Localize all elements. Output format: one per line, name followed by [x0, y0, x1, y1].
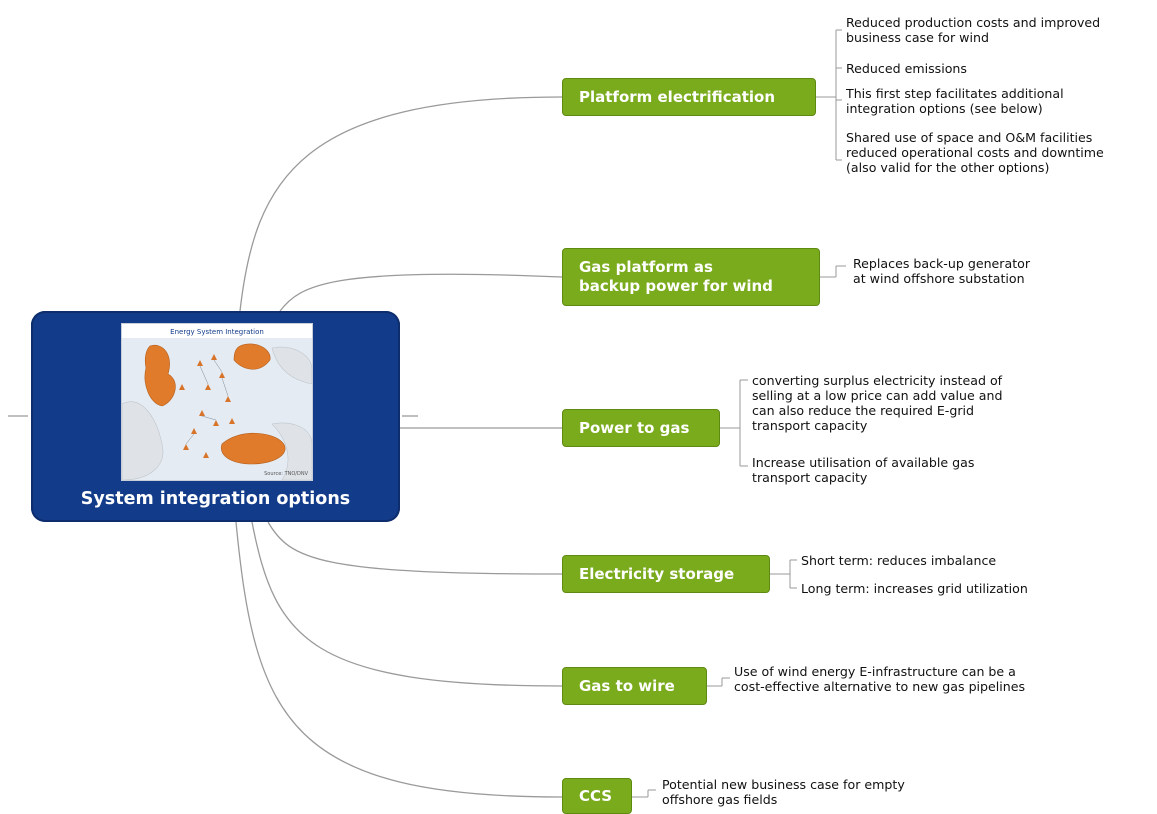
note-item: Reduced production costs and improved bu… [846, 15, 1101, 45]
branch-label: Platform electrification [579, 87, 776, 106]
connector-gas-platform [279, 273, 563, 312]
branch-electricity-storage[interactable]: Electricity storage [562, 555, 770, 593]
note-item: converting surplus electricity instead o… [752, 373, 1003, 433]
branch-power-to-gas[interactable]: Power to gas [562, 409, 720, 447]
thumbnail-title: Energy System Integration [170, 328, 264, 336]
branch-gas-platform-backup[interactable]: Gas platform as backup power for wind [562, 248, 820, 306]
note-item: This first step facilitates additional i… [846, 86, 1064, 116]
map-illustration [122, 338, 312, 480]
connector-gas-to-wire [251, 521, 563, 687]
branch-ccs[interactable]: CCS [562, 778, 632, 814]
connector-platform-electrification [239, 96, 563, 312]
connector-electricity-storage [267, 521, 563, 575]
note-item: Short term: reduces imbalance [801, 553, 997, 568]
branch-label: Gas to wire [579, 676, 675, 695]
note-item: Shared use of space and O&M facilities r… [846, 130, 1104, 175]
note-item: Increase utilisation of available gas tr… [752, 455, 975, 485]
note-item: Replaces back-up generator at wind offsh… [853, 256, 1031, 286]
thumbnail-caption: Source: TNO/DNV [264, 471, 308, 477]
branch-label: Electricity storage [579, 564, 735, 583]
note-item: Reduced emissions [846, 61, 967, 76]
branch-gas-to-wire[interactable]: Gas to wire [562, 667, 707, 705]
branch-label: Power to gas [579, 418, 690, 437]
map-thumbnail: Energy System Integration [121, 323, 313, 481]
central-topic-label: System integration options [80, 489, 351, 509]
note-item: Long term: increases grid utilization [801, 581, 1028, 596]
connector-ccs [235, 521, 563, 798]
central-topic[interactable]: Energy System Integration [31, 311, 400, 522]
note-item: Potential new business case for empty of… [662, 777, 905, 807]
note-item: Use of wind energy E-infrastructure can … [734, 664, 1026, 694]
branch-label: Gas platform as backup power for wind [579, 258, 773, 295]
branch-label: CCS [579, 786, 613, 805]
branch-platform-electrification[interactable]: Platform electrification [562, 78, 816, 116]
